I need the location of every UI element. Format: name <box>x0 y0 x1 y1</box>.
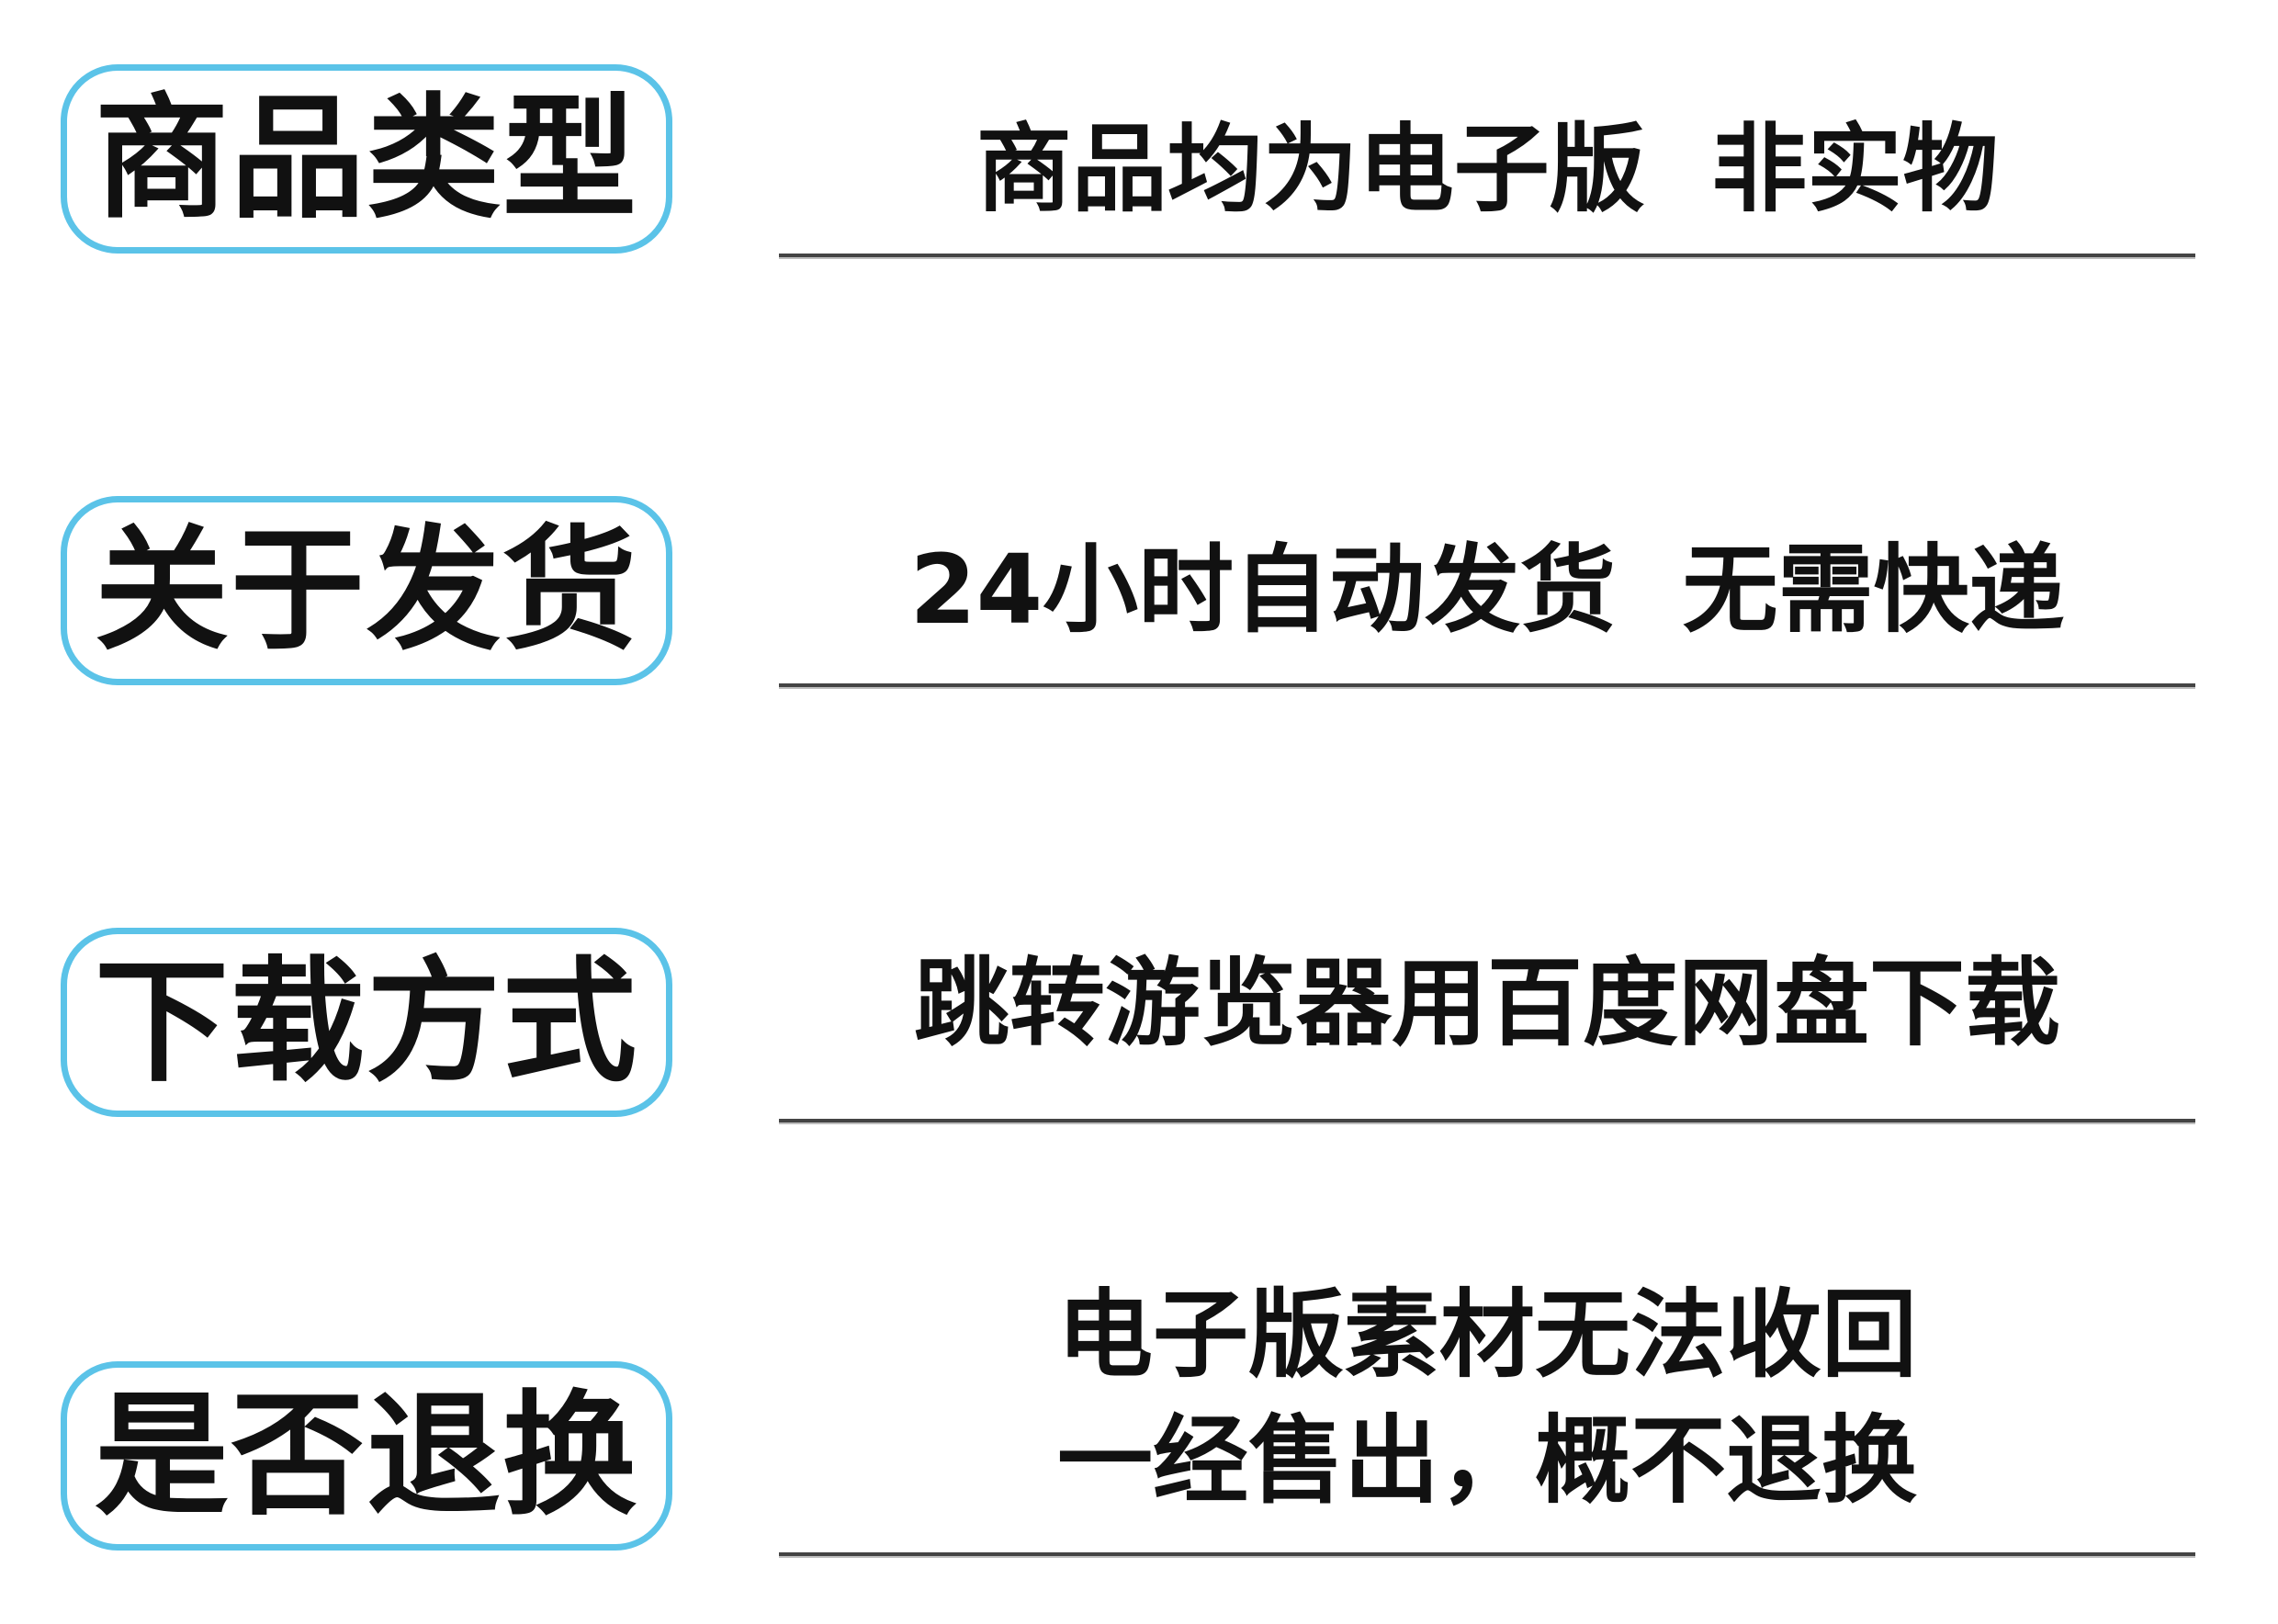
label-pill-product-type: 商品类型 <box>61 64 672 254</box>
label-return-policy: 是否退换 <box>95 1378 638 1534</box>
divider-product-type <box>779 254 2195 257</box>
label-pill-return-policy: 是否退换 <box>61 1361 672 1551</box>
value-download-method-line-1: 跳转游览器用百度网盘下载 <box>913 947 2060 1060</box>
label-product-type: 商品类型 <box>95 81 638 237</box>
value-return-policy-line-2: 一经售出，概不退换 <box>1056 1404 1917 1517</box>
label-pill-download-method: 下载方式 <box>61 928 672 1117</box>
value-shipping: 24小时自动发货 无需快递 <box>779 513 2195 669</box>
divider-return-policy <box>779 1552 2195 1556</box>
value-return-policy-line-1: 电子版素材无法收回 <box>1056 1278 1917 1391</box>
value-download-method: 跳转游览器用百度网盘下载 <box>779 926 2195 1082</box>
value-shipping-line-1: 24小时自动发货 无需快递 <box>909 534 2065 647</box>
label-download-method: 下载方式 <box>95 944 638 1100</box>
value-product-type-line-1: 商品均为电子版 非实物 <box>975 113 1999 226</box>
value-return-policy: 电子版素材无法收回 一经售出，概不退换 <box>779 1269 2195 1527</box>
label-shipping: 关于发货 <box>95 513 638 669</box>
divider-shipping <box>779 683 2195 687</box>
label-pill-shipping: 关于发货 <box>61 496 672 685</box>
divider-download-method <box>779 1119 2195 1122</box>
value-product-type: 商品均为电子版 非实物 <box>779 92 2195 248</box>
